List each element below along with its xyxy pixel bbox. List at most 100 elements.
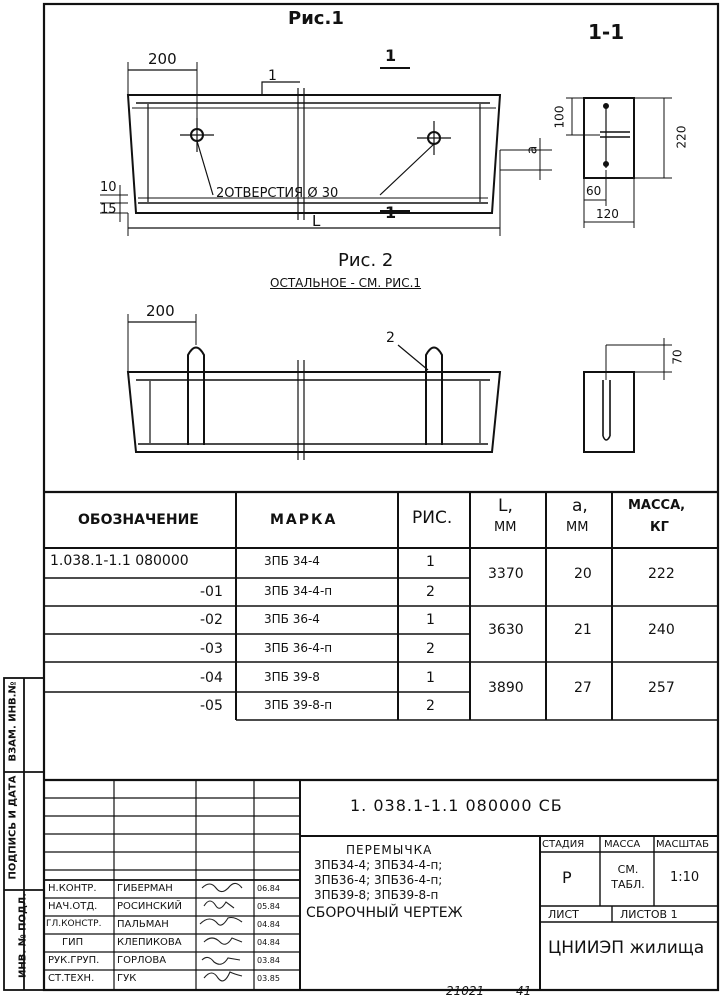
stamp-stage-label: СТАДИЯ (542, 839, 585, 850)
th-a: a, (572, 496, 588, 516)
row-0-designation: 1.038.1-1.1 080000 (50, 553, 189, 569)
stamp-title-1: ПЕРЕМЫЧКА (346, 843, 433, 857)
stamp-title-5: СБОРОЧНЫЙ ЧЕРТЕЖ (306, 905, 463, 921)
margin-inv-podl: ИНВ. № ПОДЛ. (17, 892, 29, 979)
signer-0-name: ГИБЕРМАН (117, 883, 173, 894)
th-a-unit: ММ (566, 520, 589, 535)
callout-1: 1 (268, 68, 277, 84)
th-mark: МАРКА (270, 512, 338, 528)
stamp-mass-label: МАССА (604, 839, 641, 850)
row-1-mark: 3ПБ 34-4-п (264, 584, 333, 598)
group-1-mass: 240 (648, 622, 675, 638)
signer-1-name: РОСИНСКИЙ (117, 901, 182, 912)
row-4-designation: -04 (200, 670, 223, 686)
row-5-mark: 3ПБ 39-8-п (264, 698, 333, 712)
footer-number: 21021 (446, 984, 485, 998)
group-2-mass: 257 (648, 680, 675, 696)
signer-4-name: ГОРЛОВА (117, 955, 167, 966)
signer-3-name: КЛЕПИКОВА (117, 937, 182, 948)
dim-10: 10 (100, 180, 117, 195)
dim-200-fig1: 200 (148, 50, 177, 68)
row-3-fig: 2 (426, 641, 435, 657)
row-1-designation: -01 (200, 584, 223, 600)
stamp-org: ЦНИИЭП жилища (548, 938, 705, 958)
stamp-sheet-label: ЛИСТ (548, 908, 579, 921)
fig1-elevation (100, 62, 552, 236)
signer-5-date: 03.85 (257, 974, 280, 983)
holes-label: 2ОТВЕРСТИЯ Ø 30 (216, 186, 339, 201)
signer-2-role: ГЛ.КОНСТР. (46, 919, 102, 929)
row-1-fig: 2 (426, 584, 435, 600)
stamp-sheets-label: ЛИСТОВ 1 (620, 908, 678, 921)
fig2-title: Рис. 2 (338, 250, 394, 271)
signer-2-name: ПАЛЬМАН (117, 919, 169, 930)
section-mark-top: 1 (385, 46, 397, 65)
signer-3-role: ГИП (62, 937, 84, 948)
footer-page: 41 (516, 984, 532, 998)
dim-a: a (524, 145, 541, 155)
stamp-stage: Р (562, 868, 572, 887)
signer-0-role: Н.КОНТР. (48, 883, 97, 894)
sec-dim-120: 120 (596, 207, 619, 221)
margin-podpis: ПОДПИСЬ И ДАТА (7, 775, 19, 880)
dim-15: 15 (100, 202, 117, 217)
group-2-L: 3890 (488, 680, 524, 696)
group-0-L: 3370 (488, 566, 524, 582)
row-3-designation: -03 (200, 641, 223, 657)
row-4-mark: 3ПБ 39-8 (264, 670, 320, 684)
th-L-unit: ММ (494, 520, 517, 535)
group-0-a: 20 (574, 566, 592, 582)
row-3-mark: 3ПБ 36-4-п (264, 641, 333, 655)
section-label: 1-1 (588, 20, 625, 44)
dim-200-fig2: 200 (146, 302, 175, 320)
signatures (199, 882, 243, 982)
stamp-title-2: 3ПБ34-4; 3ПБ34-4-п; (314, 858, 443, 872)
dim-70: 70 (670, 349, 685, 365)
row-0-fig: 1 (426, 554, 435, 570)
sheet-frame (42, 2, 720, 992)
signer-3-date: 04.84 (257, 938, 280, 947)
fig2-subtitle: ОСТАЛЬНОЕ - СМ. РИС.1 (270, 276, 422, 290)
group-0-mass: 222 (648, 566, 675, 582)
row-5-fig: 2 (426, 698, 435, 714)
stamp-title-4: 3ПБ39-8; 3ПБ39-8-п (314, 888, 439, 902)
stamp-scale: 1:10 (670, 870, 700, 885)
group-2-a: 27 (574, 680, 592, 696)
section-1-1 (566, 97, 672, 228)
th-mass-unit: КГ (650, 520, 669, 535)
dim-L: L (312, 212, 321, 230)
th-fig: РИС. (412, 508, 453, 528)
row-2-designation: -02 (200, 612, 223, 628)
row-4-fig: 1 (426, 670, 435, 686)
sec-dim-100: 100 (552, 105, 567, 129)
fig2-elevation (126, 314, 502, 460)
stamp-doc-code: 1. 038.1-1.1 080000 СБ (350, 796, 563, 815)
row-5-designation: -05 (200, 698, 223, 714)
signer-4-role: РУК.ГРУП. (48, 955, 100, 966)
th-L: L, (498, 496, 513, 516)
th-designation: ОБОЗНАЧЕНИЕ (78, 512, 199, 528)
stamp-title-3: 3ПБ36-4; 3ПБ36-4-п; (314, 873, 443, 887)
signer-5-role: СТ.ТЕХН. (48, 973, 95, 984)
callout-2: 2 (386, 330, 395, 346)
section-fig2 (583, 338, 672, 453)
spec-table-grid (44, 490, 718, 721)
group-1-L: 3630 (488, 622, 524, 638)
margin-strip (3, 677, 45, 991)
signer-0-date: 06.84 (257, 884, 280, 893)
margin-vzam: ВЗАМ. ИНВ.№ (7, 681, 19, 762)
title-block-grid (44, 778, 718, 990)
signer-4-date: 03.84 (257, 956, 280, 965)
row-0-mark: 3ПБ 34-4 (264, 554, 320, 568)
group-1-a: 21 (574, 622, 592, 638)
fig1-title: Рис.1 (288, 8, 344, 29)
sec-dim-220: 220 (674, 125, 689, 149)
signer-1-role: НАЧ.ОТД. (48, 901, 98, 912)
row-2-mark: 3ПБ 36-4 (264, 612, 320, 626)
sec-dim-60: 60 (586, 184, 602, 198)
signer-1-date: 05.84 (257, 902, 280, 911)
signer-5-name: ГУК (117, 973, 137, 984)
stamp-scale-label: МАСШТАБ (656, 839, 709, 850)
row-2-fig: 1 (426, 612, 435, 628)
